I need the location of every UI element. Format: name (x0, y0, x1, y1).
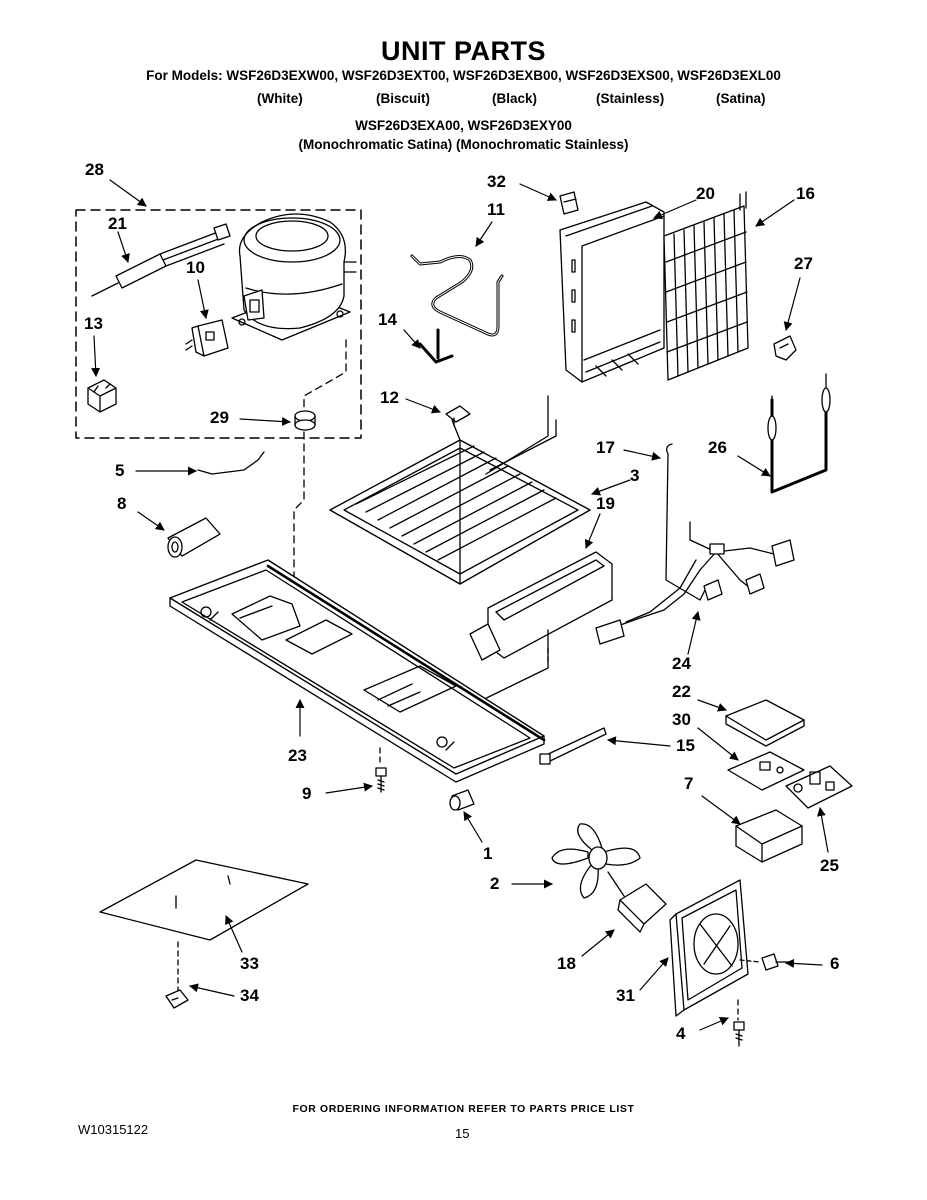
callout-7: 7 (684, 774, 694, 793)
callout-4: 4 (676, 1024, 686, 1043)
part-20-evaporator-cover (559, 201, 665, 383)
colors-line-2: (Monochromatic Satina) (Monochromatic St… (298, 137, 629, 152)
part-3-heater (329, 395, 591, 585)
document-number: W10315122 (78, 1122, 149, 1137)
callout-20: 20 (696, 184, 715, 203)
models-line-2: WSF26D3EXA00, WSF26D3EXY00 (355, 118, 572, 133)
callout-14: 14 (378, 310, 397, 329)
callout-26: 26 (708, 438, 727, 457)
part-10-relay (185, 319, 229, 357)
callout-17: 17 (596, 438, 615, 457)
part-19-drain-trough (469, 551, 613, 721)
part-2-fan-blade (551, 823, 641, 899)
part-7-box (735, 809, 803, 863)
color-black: (Black) (492, 91, 538, 106)
part-12-clip (445, 405, 471, 427)
page-number: 15 (455, 1126, 470, 1141)
callout-10: 10 (186, 258, 205, 277)
callout-18: 18 (557, 954, 576, 973)
callout-19: 19 (596, 494, 615, 513)
part-21-drier (91, 223, 231, 297)
part-14-tube (418, 328, 454, 364)
callout-30: 30 (672, 710, 691, 729)
callout-32: 32 (487, 172, 506, 191)
callout-24: 24 (672, 654, 691, 673)
callout-9: 9 (302, 784, 312, 803)
color-satina: (Satina) (716, 91, 766, 106)
ordering-note: FOR ORDERING INFORMATION REFER TO PARTS … (292, 1103, 635, 1115)
compressor-group-box (75, 209, 362, 439)
callout-2: 2 (490, 874, 500, 893)
part-8-insulation (167, 517, 221, 558)
callout-13: 13 (84, 314, 103, 333)
part-33-pad (99, 859, 309, 941)
callout-22: 22 (672, 682, 691, 701)
part-17-clip (665, 443, 707, 601)
part-15-tie (539, 727, 607, 765)
leader-lines (91, 179, 829, 1031)
callout-31: 31 (616, 986, 635, 1005)
part-27-bracket (773, 335, 797, 361)
part-9-screw (375, 767, 387, 793)
part-32-clip (559, 191, 579, 215)
part-23-base-panel (169, 559, 546, 783)
page-title: UNIT PARTS (381, 36, 546, 66)
part-30-board (727, 751, 805, 791)
callout-33: 33 (240, 954, 259, 973)
callout-21: 21 (108, 214, 127, 233)
part-4-screw (733, 1021, 745, 1047)
callout-11: 11 (487, 200, 505, 219)
part-18-fan-motor (607, 871, 667, 933)
part-31-shroud (669, 879, 749, 1017)
callout-27: 27 (794, 254, 813, 273)
callout-5: 5 (115, 461, 125, 480)
part-25-board (785, 765, 853, 809)
part-29-grommet (294, 410, 316, 431)
callout-28: 28 (85, 160, 104, 179)
part-6-screw (761, 953, 791, 971)
part-24-harness (595, 521, 795, 645)
color-white: (White) (257, 91, 303, 106)
models-line: For Models: WSF26D3EXW00, WSF26D3EXT00, … (146, 68, 781, 83)
callout-34: 34 (240, 986, 259, 1005)
part-5-wire (197, 451, 265, 475)
callout-3: 3 (630, 466, 640, 485)
part-1-bushing (449, 789, 475, 811)
part-13-overload (87, 379, 117, 413)
part-16-evaporator (663, 191, 749, 381)
callout-23: 23 (288, 746, 307, 765)
callout-29: 29 (210, 408, 229, 427)
callout-25: 25 (820, 856, 839, 875)
part-22-cover (725, 699, 805, 747)
part-compressor (231, 213, 357, 341)
part-26-tube (767, 373, 831, 494)
part-34-clip (165, 989, 189, 1009)
callout-6: 6 (830, 954, 840, 973)
callout-16: 16 (796, 184, 815, 203)
color-biscuit: (Biscuit) (376, 91, 430, 106)
callout-12: 12 (380, 388, 399, 407)
part-11-tube (410, 254, 504, 337)
callout-8: 8 (117, 494, 127, 513)
callout-15: 15 (676, 736, 695, 755)
color-stainless: (Stainless) (596, 91, 665, 106)
callout-1: 1 (483, 844, 493, 863)
